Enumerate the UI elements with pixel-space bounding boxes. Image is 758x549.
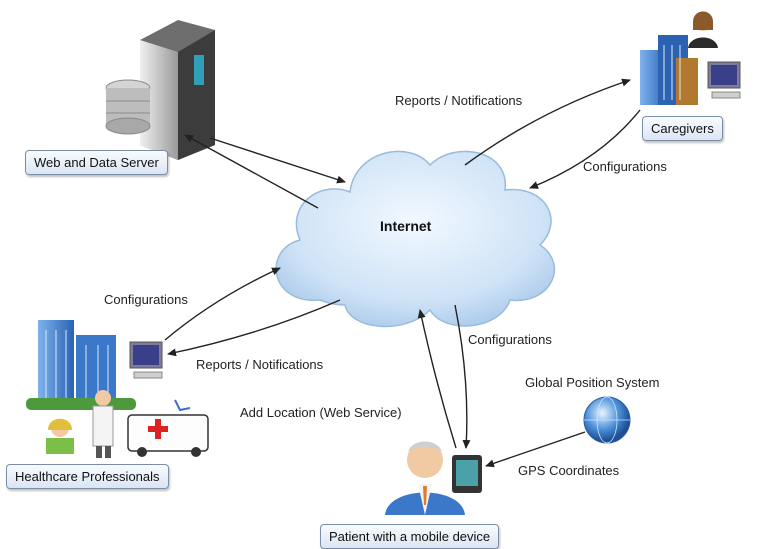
arrow-cloud-to-server	[184, 134, 319, 209]
arrow-patient-to-cloud	[417, 309, 457, 449]
arrow-healthcare-to-cloud	[164, 267, 281, 341]
patient-node-label: Patient with a mobile device	[320, 524, 500, 549]
arrow-caregivers-to-cloud	[529, 109, 641, 189]
caregivers-node-label: Caregivers	[642, 116, 723, 141]
healthcare-reports-label: Reports / Notifications	[196, 357, 324, 372]
healthcare-config-label: Configurations	[104, 292, 188, 307]
arrow-cloud-to-healthcare	[167, 299, 341, 357]
patient-location-label: Add Location (Web Service)	[240, 405, 402, 420]
healthcare-node-label: Healthcare Professionals	[6, 464, 169, 489]
arrow-cloud-to-patient	[454, 304, 471, 449]
internet-label: Internet	[380, 218, 432, 234]
connection-arrows	[164, 78, 641, 468]
caregivers-icon	[640, 11, 741, 105]
caregivers-config-label: Configurations	[583, 159, 667, 174]
gps-coords-label: GPS Coordinates	[518, 463, 620, 478]
globe-icon	[583, 396, 631, 444]
arrow-cloud-to-caregivers	[464, 78, 631, 166]
arrow-server-to-cloud	[209, 137, 346, 184]
gps-system-label: Global Position System	[525, 375, 660, 390]
server-icon	[105, 20, 215, 160]
patient-icon	[385, 441, 482, 515]
arrow-globe-to-patient	[485, 431, 586, 468]
caregivers-reports-label: Reports / Notifications	[395, 93, 523, 108]
internet-cloud	[275, 150, 556, 328]
healthcare-icon	[26, 320, 209, 458]
server-node-label: Web and Data Server	[25, 150, 168, 175]
patient-config-label: Configurations	[468, 332, 552, 347]
